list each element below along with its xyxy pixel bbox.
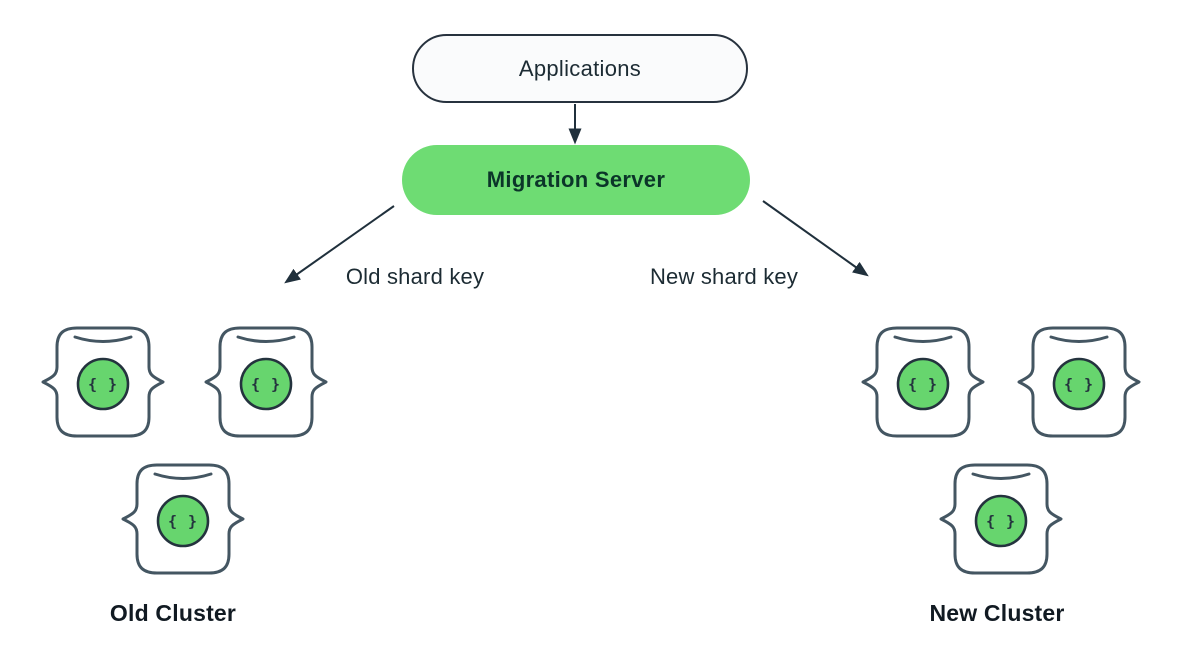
applications-node-label: Applications — [518, 55, 642, 81]
old-shard-key-label: Old shard key — [345, 264, 485, 289]
arrow-new-shard-key — [762, 200, 869, 277]
old-cluster-label: Old Cluster — [109, 600, 237, 626]
document-icon — [37, 325, 169, 439]
migration-server-node-label: Migration Server — [486, 167, 666, 192]
document-icon — [117, 462, 249, 576]
document-icon — [935, 462, 1067, 576]
document-icon — [200, 325, 332, 439]
migration-server-node: Migration Server — [402, 145, 750, 215]
new-cluster-label: New Cluster — [929, 600, 1065, 626]
applications-node: Applications — [412, 34, 748, 103]
document-icon — [1013, 325, 1145, 439]
document-icon — [857, 325, 989, 439]
new-shard-key-label: New shard key — [649, 264, 799, 289]
